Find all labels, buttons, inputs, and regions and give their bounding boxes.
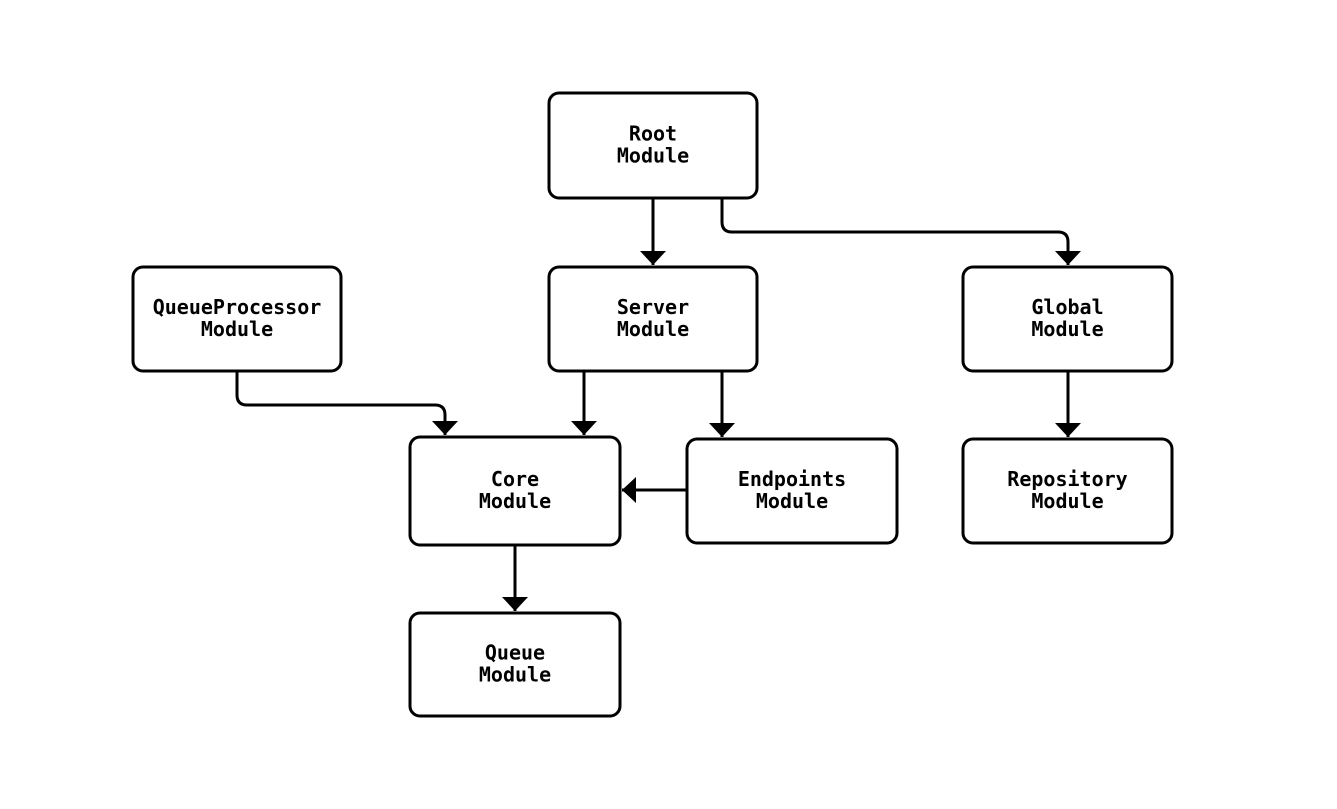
node-box	[685, 437, 899, 545]
edge-root-to-global	[720, 198, 1081, 265]
node-label-line: Module	[201, 317, 273, 341]
edge-queueprocessor-to-core	[235, 371, 458, 435]
node-label-line: Module	[479, 663, 551, 687]
node-label-line: Queue	[485, 641, 545, 665]
node-box	[131, 265, 343, 373]
node-box	[961, 265, 1174, 373]
node-label-line: Module	[1031, 489, 1103, 513]
node-box	[547, 265, 759, 373]
node-box	[961, 437, 1174, 545]
node-label-line: Module	[1031, 317, 1103, 341]
node-box	[408, 435, 622, 547]
node-label-line: Root	[629, 122, 677, 146]
node-label-line: Core	[491, 467, 539, 491]
node-label-line: Endpoints	[738, 467, 846, 491]
edges-layer	[235, 198, 1081, 611]
node-label-line: Global	[1031, 295, 1103, 319]
node-label-line: Server	[617, 295, 689, 319]
node-label-line: Module	[756, 489, 828, 513]
node-label-line: Repository	[1007, 467, 1127, 491]
node-label-line: Module	[479, 489, 551, 513]
node-box	[408, 611, 622, 718]
node-label-line: QueueProcessor	[153, 295, 322, 319]
node-label-line: Module	[617, 144, 689, 168]
node-box	[547, 91, 759, 200]
node-label-line: Module	[617, 317, 689, 341]
